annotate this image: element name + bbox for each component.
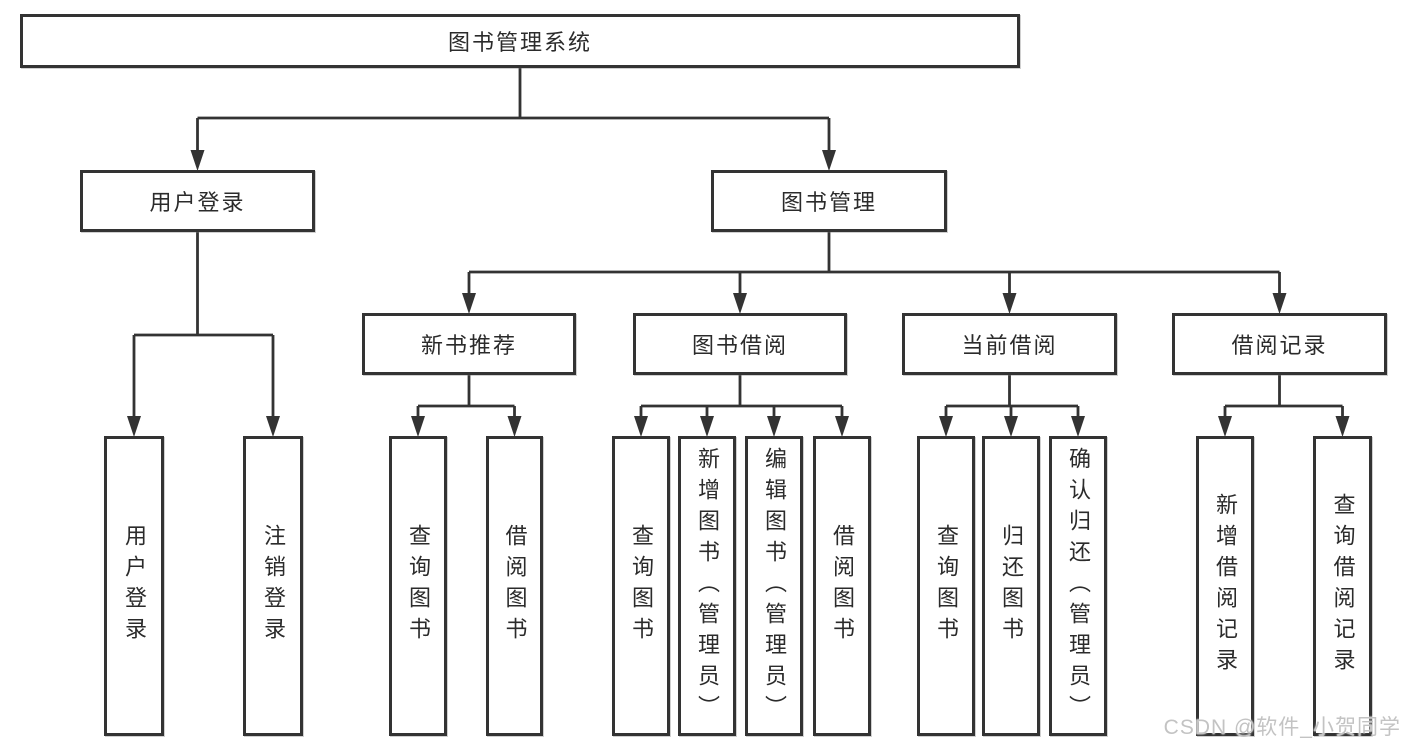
node-user-login: 用户登录: [104, 436, 164, 736]
node-add-borrow-record: 新增借阅记录: [1196, 436, 1254, 736]
node-label-query-books-3: 查询图书: [934, 524, 959, 648]
node-new-book-rec: 新书推荐: [362, 313, 576, 375]
node-query-books-3: 查询图书: [917, 436, 975, 736]
node-root: 图书管理系统: [20, 14, 1020, 68]
node-label-logout: 注销登录: [261, 524, 286, 648]
node-label-book-borrow: 图书借阅: [691, 333, 788, 358]
node-label-edit-books-admin: 编辑图书（管理员）: [762, 446, 787, 726]
node-label-return-books: 归还图书: [999, 524, 1024, 648]
node-borrow-records: 借阅记录: [1172, 313, 1387, 375]
node-current-borrow: 当前借阅: [902, 313, 1117, 375]
node-label-current-borrow: 当前借阅: [961, 333, 1058, 358]
node-label-user-login: 用户登录: [122, 524, 147, 648]
node-book-borrow: 图书借阅: [633, 313, 847, 375]
node-edit-books-admin: 编辑图书（管理员）: [745, 436, 803, 736]
node-confirm-return-admin: 确认归还（管理员）: [1049, 436, 1107, 736]
node-label-confirm-return-admin: 确认归还（管理员）: [1066, 446, 1091, 726]
watermark-text: CSDN @软件_小贺同学: [1163, 716, 1401, 739]
node-borrow-books-1: 借阅图书: [486, 436, 543, 736]
node-label-borrow-books-1: 借阅图书: [502, 524, 528, 648]
node-label-borrow-books-2: 借阅图书: [830, 524, 855, 648]
node-return-books: 归还图书: [982, 436, 1040, 736]
node-query-books-2: 查询图书: [612, 436, 670, 736]
node-user-login-group: 用户登录: [80, 170, 315, 232]
node-label-user-login-group: 用户登录: [149, 190, 246, 215]
node-label-new-book-rec: 新书推荐: [420, 333, 517, 358]
node-label-query-books-1: 查询图书: [406, 524, 431, 648]
node-label-root: 图书管理系统: [447, 30, 592, 55]
node-label-add-borrow-record: 新增借阅记录: [1213, 493, 1238, 679]
node-query-books-1: 查询图书: [389, 436, 447, 736]
node-label-query-borrow-record: 查询借阅记录: [1330, 493, 1356, 679]
node-borrow-books-2: 借阅图书: [813, 436, 871, 736]
node-label-book-mgmt: 图书管理: [780, 190, 877, 215]
node-label-query-books-2: 查询图书: [629, 524, 654, 648]
node-query-borrow-record: 查询借阅记录: [1313, 436, 1372, 736]
node-logout: 注销登录: [243, 436, 303, 736]
node-label-add-books-admin: 新增图书（管理员）: [695, 446, 720, 726]
node-add-books-admin: 新增图书（管理员）: [678, 436, 736, 736]
node-book-mgmt: 图书管理: [711, 170, 947, 232]
node-label-borrow-records: 借阅记录: [1231, 333, 1328, 358]
